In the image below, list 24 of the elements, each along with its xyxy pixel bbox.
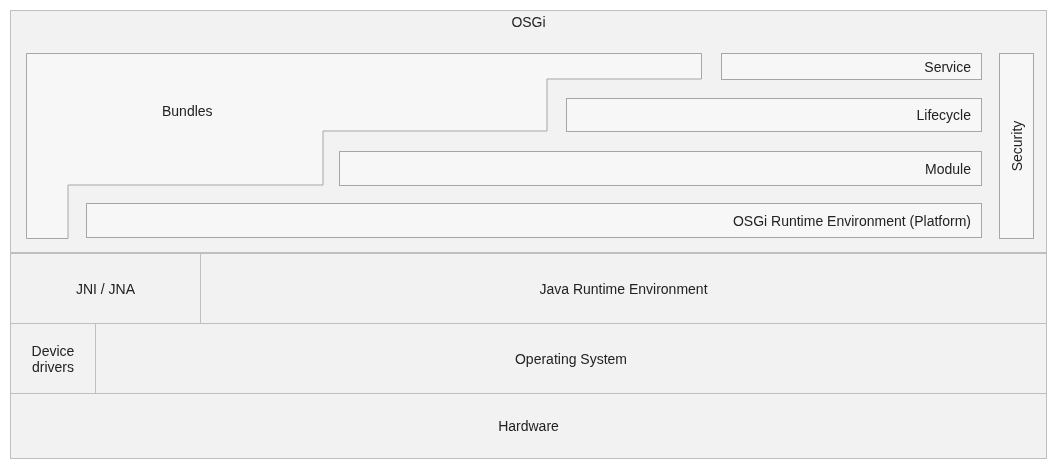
layer-label: Operating System (513, 350, 629, 367)
bundles-area (26, 53, 702, 239)
device-drivers-layer (10, 323, 96, 394)
layer-label: JNI / JNA (74, 280, 137, 297)
layer-label: Bundles (162, 103, 213, 119)
layer-label: Hardware (497, 418, 560, 434)
layer-label: OSGi (511, 14, 546, 30)
module-box (339, 151, 982, 186)
lifecycle-box (566, 98, 982, 132)
platform-box (86, 203, 982, 238)
hardware-layer (10, 393, 1047, 459)
security-box (999, 53, 1034, 239)
layer-label: Module (925, 160, 971, 177)
service-box (721, 53, 982, 80)
layer-label: OSGi Runtime Environment (Platform) (732, 212, 971, 229)
layer-label: Device drivers (30, 342, 76, 375)
jni-layer (10, 253, 201, 324)
layer-label: Security (1008, 120, 1025, 172)
operating-system-layer (95, 323, 1047, 394)
layer-label: Lifecycle (916, 107, 971, 123)
osgi-layer (10, 10, 1047, 253)
layer-label: Java Runtime Environment (538, 280, 709, 297)
layer-label: Service (924, 58, 971, 75)
jre-layer (200, 253, 1047, 324)
